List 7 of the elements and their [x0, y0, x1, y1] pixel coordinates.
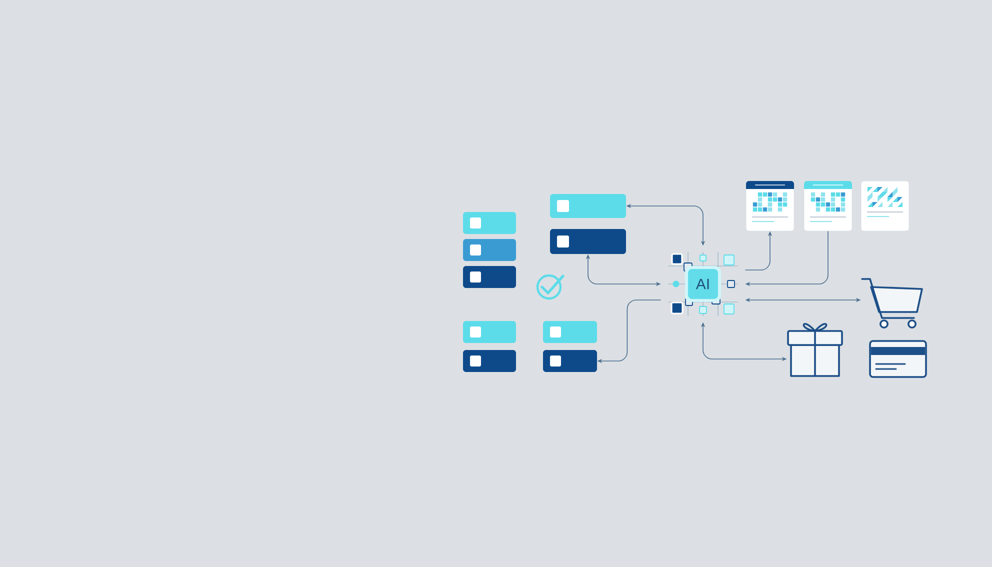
document-card [860, 180, 910, 232]
gift-box [787, 322, 843, 377]
document-card [804, 180, 852, 232]
credit-card [869, 340, 927, 378]
document-card [746, 180, 794, 232]
shopping-cart [861, 278, 923, 328]
ai-chip: AI [668, 252, 738, 316]
